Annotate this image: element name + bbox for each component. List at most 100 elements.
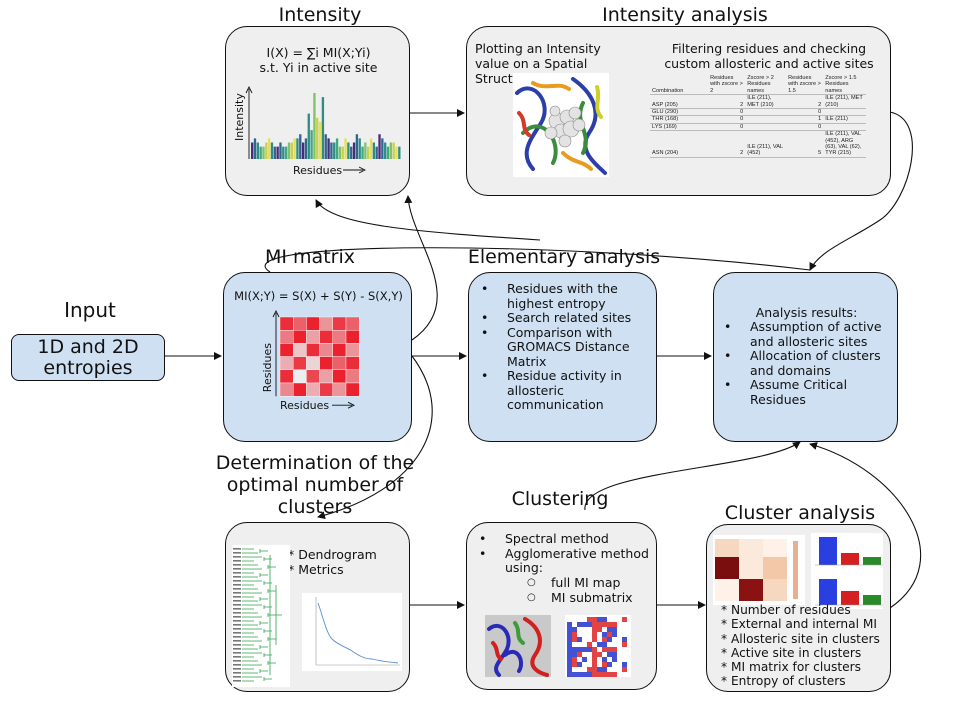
intensity-bar [375,146,378,159]
intensity-bar [307,113,310,159]
table-cell: ILE (211) [823,115,866,124]
heatmap-cell [279,356,294,370]
intensity-bar [282,146,285,159]
intensity-bar [341,146,344,159]
cluster-analysis-title: Cluster analysis [724,502,876,524]
spatial-structure-caption: Plotting an Intensity value on a Spatial… [475,41,601,86]
mi-xlabel: Residues [280,399,329,412]
table-cell: THR (168) [650,115,709,124]
intensity-formula-line2: s.t. Yi in active site [259,60,378,75]
heatmap-cell [293,330,307,344]
intensity-bar [304,138,308,159]
intensity-bar [318,121,322,159]
list-item: Agglomerative method using: [471,546,656,576]
heatmap-cell [345,356,360,370]
heatmap-cell [332,382,347,397]
table-header: Combination [650,75,709,96]
elementary-title: Elementary analysis [467,246,661,268]
intensity-title: Intensity [278,4,362,26]
intensity-bar [265,142,268,159]
cluster-bar-charts-image [811,533,883,609]
table-cell: 0 [708,123,746,132]
table-cell: 0 [708,115,746,124]
clustering-title: Clustering [511,488,609,510]
intensity-bar [293,138,296,159]
heatmap-cell [293,316,307,331]
list-item: * Active site in clusters [721,645,862,660]
results-list: Assumption of active and allosteric site… [716,319,896,407]
intensity-bar [284,146,288,159]
intensity-bar [296,138,299,159]
table-cell [745,108,787,117]
intensity-bar [330,142,333,159]
heatmap-cell [306,382,320,397]
table-header: Residues with zscore > 2 [708,75,746,96]
arrow-clustering-to-results [584,441,801,511]
intensity-bar [350,146,353,159]
intensity-bar [327,138,330,159]
heatmap-cell [345,316,360,331]
intensity-analysis-box: Plotting an Intensity value on a Spatial… [466,26,891,196]
heatmap-cell [332,316,347,331]
heatmap-cell [279,316,294,331]
heatmap-cell [319,356,333,370]
intensity-formula-line1: I(X) = ∑i MI(X;Yi) [266,45,371,60]
intensity-bar [299,134,302,159]
metrics-curve-image [302,593,402,671]
table-cell: ILE (211), VAL (452) [745,130,787,158]
table-header: Zscore > 1.5 Residues names [823,75,866,96]
heatmap-cell [345,330,360,344]
table-header: Zscore > 2 Residues names [745,75,787,96]
intensity-bar [333,142,336,159]
table-cell: 2 [708,130,746,158]
heatmap-cell [293,343,307,357]
intensity-analysis-title: Intensity analysis [602,4,768,26]
protein-structure-image [513,73,609,177]
table-cell: ASN (204) [650,130,709,158]
intensity-bar [251,142,254,159]
input-title: Input [64,298,116,322]
intensity-bar [279,142,282,159]
intensity-bar [358,138,361,159]
intensity-bar [344,138,347,159]
cluster-protein-image [485,615,551,677]
heatmap-cell [332,330,347,344]
intensity-bar [287,142,291,159]
intensity-bar [262,146,265,159]
table-cell: 0 [708,108,746,117]
list-item: Residues with the highest entropy [473,281,653,311]
heatmap-cell [332,369,347,384]
residue-filter-table: Combination Residues with zscore > 2 Zsc… [650,75,866,158]
intensity-bar [355,134,359,159]
intensity-bar [389,142,393,159]
list-item: Comparison with GROMACS Distance Matrix [473,325,653,370]
list-item: Spectral method [471,531,656,547]
table-cell: ASP (205) [650,94,709,110]
metrics-label: * Metrics [288,562,344,577]
heatmap-cell [332,356,347,370]
list-item: Allocation of clusters and domains [716,348,896,378]
list-item: * Allosteric site in clusters [721,631,880,646]
mi-formula: MI(X;Y) = S(X) + S(Y) - S(X,Y) [234,289,403,303]
list-item: * Number of residues [721,603,851,617]
intensity-bar [395,146,398,159]
heatmap-cell [279,343,294,357]
intensity-bar [386,146,390,159]
intensity-bar [338,146,342,159]
intensity-bar [384,142,387,159]
intensity-bar [392,142,395,159]
heatmap-cell [293,382,307,397]
list-item: Search related sites [473,310,653,326]
intensity-bar [267,138,271,159]
intensity-bar [253,138,257,159]
heatmap-cell [306,330,320,344]
mi-matrix-title: MI matrix [265,246,355,268]
heatmap-cell [332,343,347,357]
heatmap-cell [319,343,333,357]
intensity-bar [369,138,373,159]
